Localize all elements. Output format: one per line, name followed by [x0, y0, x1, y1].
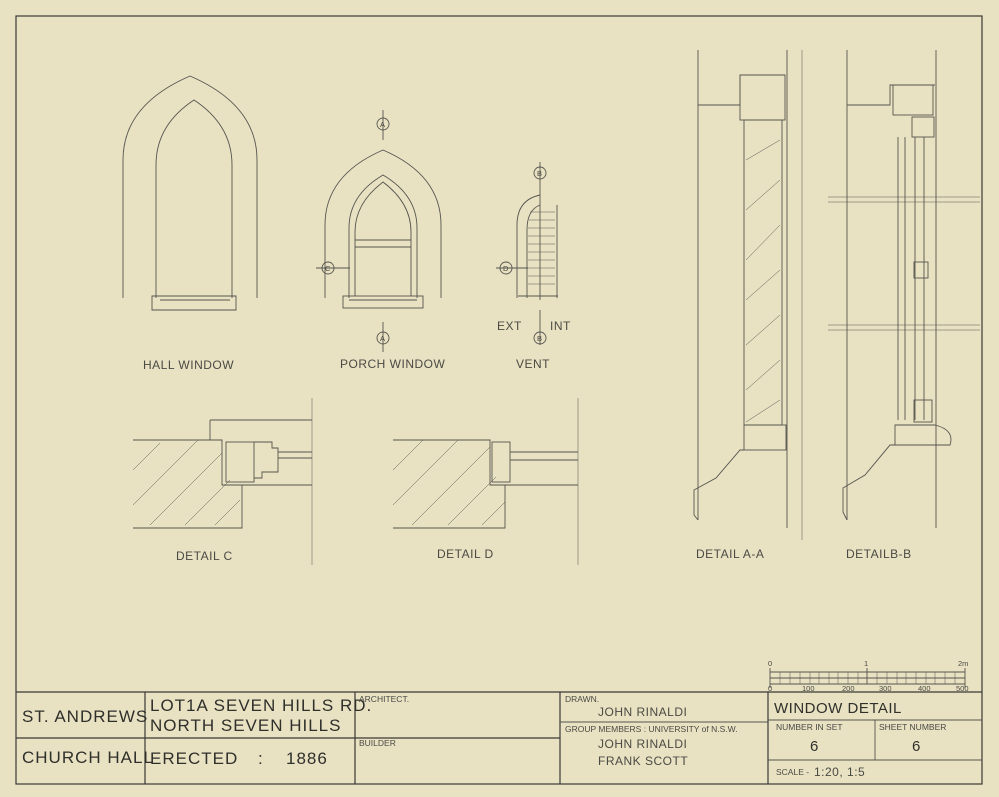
detail-aa-section	[693, 50, 803, 540]
detail-bb-section	[828, 50, 980, 528]
svg-text:1: 1	[864, 659, 868, 668]
vent-ext-label: EXT	[497, 319, 522, 333]
group-members-label: GROUP MEMBERS : UNIVERSITY of N.S.W.	[565, 724, 738, 734]
drawn-by: JOHN RINALDI	[598, 705, 687, 719]
svg-text:2m: 2m	[958, 659, 968, 668]
erected-year: 1886	[286, 749, 328, 768]
svg-text:0: 0	[768, 684, 772, 693]
drawn-label: DRAWN.	[565, 694, 599, 704]
svg-text:200: 200	[842, 684, 855, 693]
section-marker-a-top: A	[376, 110, 390, 140]
detail-aa-label: DETAIL A-A	[696, 547, 764, 561]
svg-text:100: 100	[802, 684, 815, 693]
section-marker-b-bottom: B	[533, 331, 547, 345]
group-member-2: FRANK SCOTT	[598, 754, 688, 768]
svg-text:C: C	[325, 264, 331, 273]
detail-d-section	[392, 398, 579, 565]
hall-window-elevation	[122, 75, 258, 311]
erected-label: ERECTED	[150, 749, 238, 768]
svg-text:A: A	[380, 120, 385, 129]
svg-text:500: 500	[956, 684, 969, 693]
svg-text:300: 300	[879, 684, 892, 693]
address-line2: NORTH SEVEN HILLS	[150, 716, 341, 735]
project-name-line1: ST. ANDREWS	[22, 707, 148, 726]
title-block	[16, 691, 982, 784]
sheet-border	[15, 15, 983, 785]
porch-window-label: PORCH WINDOW	[340, 357, 445, 371]
group-member-1: JOHN RINALDI	[598, 737, 687, 751]
detail-c-label: DETAIL C	[176, 549, 233, 563]
scale-value: 1:20, 1:5	[814, 765, 865, 779]
svg-text:D: D	[503, 264, 509, 273]
vent-label: VENT	[516, 357, 550, 371]
section-marker-a-bottom: A	[376, 322, 390, 352]
svg-text:400: 400	[918, 684, 931, 693]
sheet-number-value: 6	[912, 738, 921, 755]
erected-separator: :	[258, 749, 264, 768]
svg-text:A: A	[380, 334, 385, 343]
section-marker-c: C	[316, 261, 350, 275]
number-in-set-label: NUMBER IN SET	[776, 722, 843, 732]
sheet-title: WINDOW DETAIL	[774, 700, 902, 717]
vent-section	[516, 190, 558, 345]
project-name-line2: CHURCH HALL	[22, 748, 154, 767]
sheet-number-label: SHEET NUMBER	[879, 722, 946, 732]
vent-int-label: INT	[550, 319, 571, 333]
svg-text:0: 0	[768, 659, 772, 668]
scale-bar: 0 1 2m 0 100 200 300 400 500	[768, 659, 969, 693]
architect-label: ARCHITECT.	[359, 694, 409, 704]
detail-d-label: DETAIL D	[437, 547, 494, 561]
address-line1: LOT1A SEVEN HILLS RD.	[150, 696, 372, 715]
number-in-set-value: 6	[810, 738, 819, 755]
section-marker-b-top: B	[533, 162, 547, 190]
porch-window-elevation	[324, 149, 442, 309]
section-marker-d: D	[496, 261, 528, 275]
detail-c-section	[132, 398, 313, 565]
svg-text:B: B	[537, 169, 542, 178]
builder-label: BUILDER	[359, 738, 396, 748]
scale-label: SCALE -	[776, 767, 809, 777]
detail-bb-label: DETAILB-B	[846, 547, 912, 561]
svg-text:B: B	[537, 334, 542, 343]
hall-window-label: HALL WINDOW	[143, 358, 234, 372]
